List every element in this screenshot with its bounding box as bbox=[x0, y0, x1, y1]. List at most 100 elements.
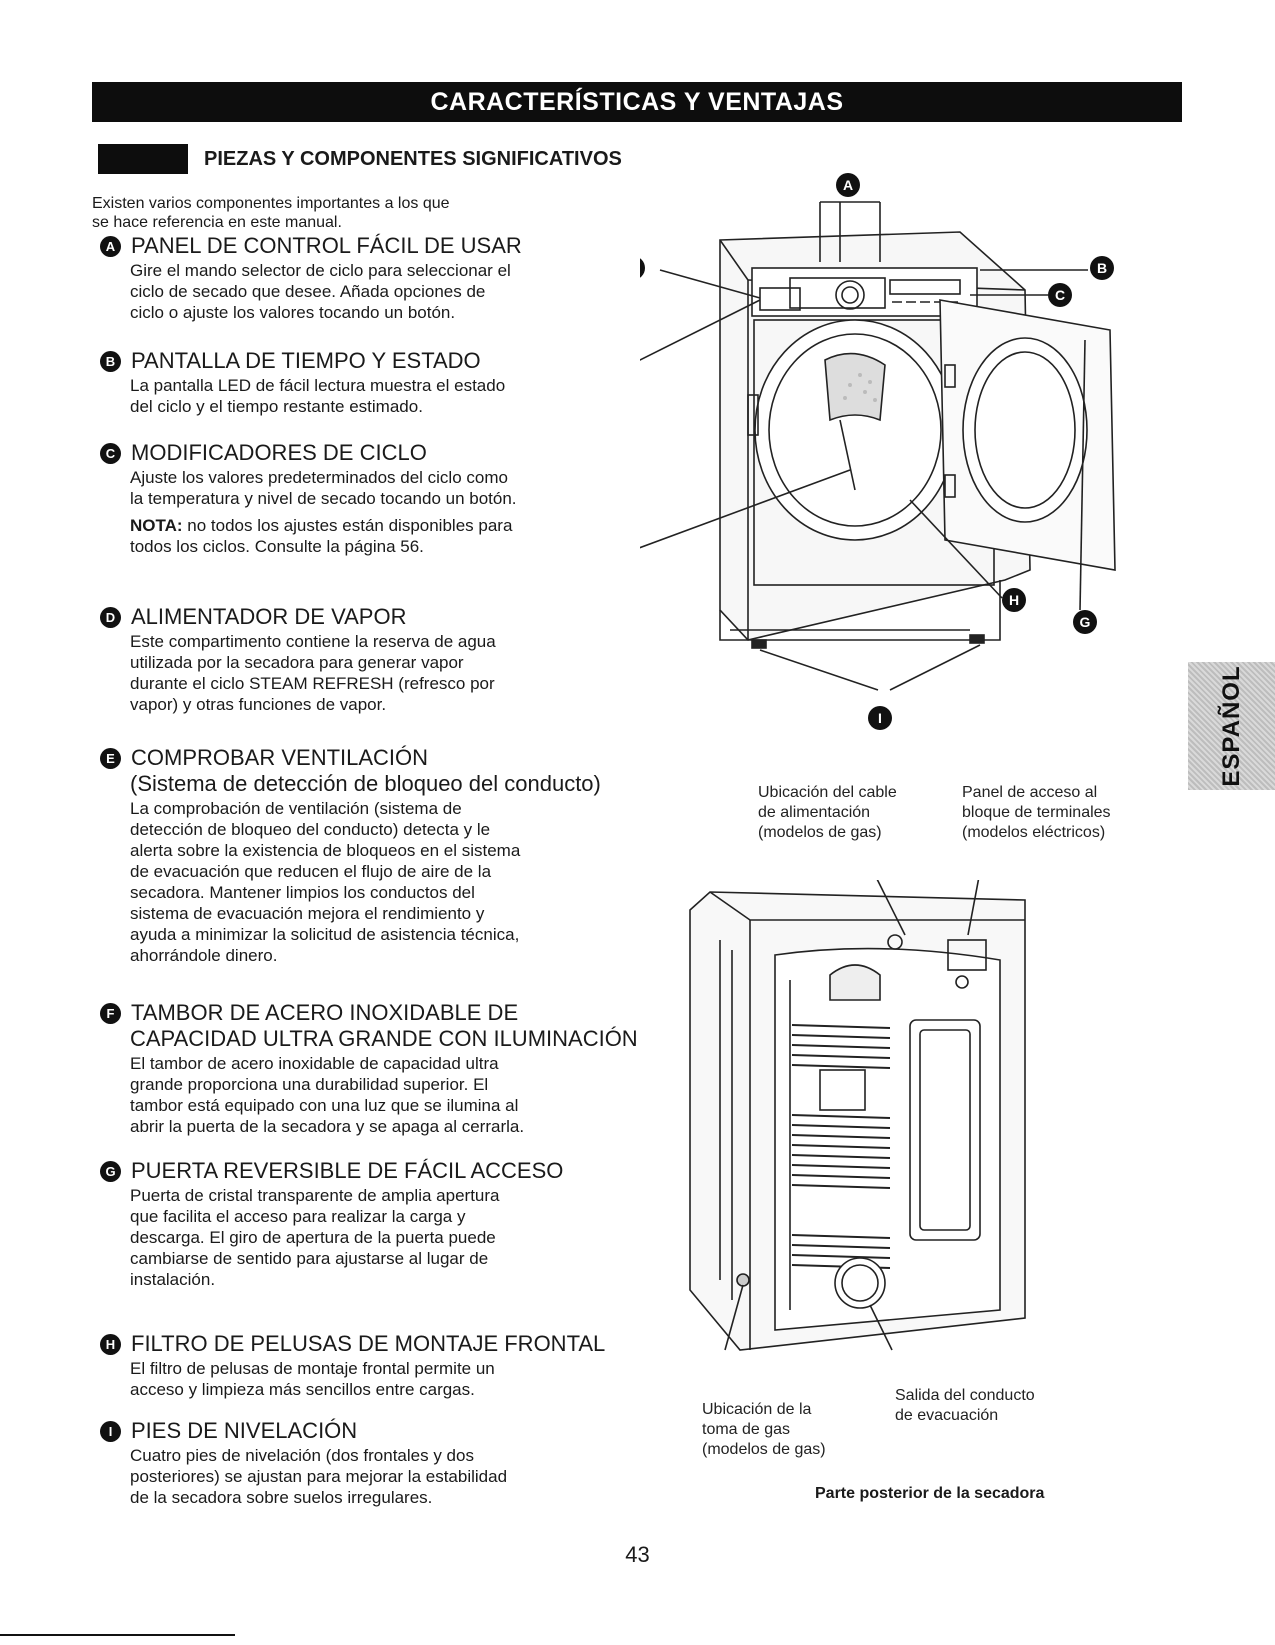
feature-title: ALIMENTADOR DE VAPOR bbox=[131, 604, 407, 629]
callout-b-left bbox=[640, 258, 645, 278]
feature-c: C MODIFICADORES DE CICLO Ajuste los valor… bbox=[100, 440, 660, 557]
feature-subtitle: (Sistema de detección de bloqueo del con… bbox=[130, 771, 601, 796]
feature-title: TAMBOR DE ACERO INOXIDABLE DE bbox=[131, 1000, 519, 1025]
body-line: Cuatro pies de nivelación (dos frontales… bbox=[130, 1446, 474, 1465]
callout-b-right-label: B bbox=[1097, 260, 1107, 276]
letter-badge: I bbox=[100, 1421, 121, 1442]
caption-line: (modelos de gas) bbox=[702, 1441, 826, 1458]
callout-b-right bbox=[1090, 256, 1114, 280]
callout-g-label: G bbox=[1080, 614, 1091, 630]
body-line: del ciclo y el tiempo restante estimado. bbox=[130, 397, 423, 416]
note-label: NOTA: bbox=[130, 516, 183, 535]
feature-e: E COMPROBAR VENTILACIÓN (Sistema de detec… bbox=[100, 745, 660, 966]
feature-d: D ALIMENTADOR DE VAPOR Este compartimento… bbox=[100, 604, 660, 715]
body-line: sistema de evacuación mejora el rendimie… bbox=[130, 904, 485, 923]
body-line: ciclo o ajuste los valores tocando un bo… bbox=[130, 303, 456, 322]
body-line: El tambor de acero inoxidable de capacid… bbox=[130, 1054, 499, 1073]
section-title: PIEZAS Y COMPONENTES SIGNIFICATIVOS bbox=[204, 147, 622, 170]
body-line: Puerta de cristal transparente de amplia… bbox=[130, 1186, 500, 1205]
caption-exhaust: Salida del conducto de evacuación bbox=[895, 1386, 1035, 1426]
intro-line: Existen varios componentes importantes a… bbox=[92, 195, 450, 212]
callout-a-label: A bbox=[843, 177, 853, 193]
feature-i: I PIES DE NIVELACIÓN Cuatro pies de nivel… bbox=[100, 1418, 660, 1508]
note-line: todos los ciclos. Consulte la página 56. bbox=[130, 537, 424, 556]
section-header: PIEZAS Y COMPONENTES SIGNIFICATIVOS bbox=[98, 143, 622, 175]
body-line: descarga. El giro de apertura de la puer… bbox=[130, 1228, 496, 1247]
body-line: La comprobación de ventilación (sistema … bbox=[130, 799, 462, 818]
body-line: detección de bloqueo del conducto) detec… bbox=[130, 820, 491, 839]
body-line: instalación. bbox=[130, 1270, 216, 1289]
feature-body: La pantalla LED de fácil lectura muestra… bbox=[100, 375, 660, 417]
body-line: cambiarse de sentido para ajustarse al l… bbox=[130, 1249, 489, 1268]
feature-body: Gire el mando selector de ciclo para sel… bbox=[100, 260, 660, 323]
body-line: grande proporciona una durabilidad super… bbox=[130, 1075, 489, 1094]
caption-line: Panel de acceso al bbox=[962, 784, 1098, 801]
intro-line: se hace referencia en este manual. bbox=[92, 214, 342, 231]
dryer-rear-illustration bbox=[689, 880, 1026, 1351]
caption-line: bloque de terminales bbox=[962, 804, 1111, 821]
body-line: acceso y limpieza más sencillos entre ca… bbox=[130, 1380, 475, 1399]
figure-caption: Parte posterior de la secadora bbox=[815, 1485, 1045, 1502]
feature-body: El filtro de pelusas de montaje frontal … bbox=[100, 1358, 700, 1400]
caption-line: Salida del conducto bbox=[895, 1387, 1035, 1404]
feature-title: PUERTA REVERSIBLE DE FÁCIL ACCESO bbox=[131, 1158, 564, 1183]
letter-badge: G bbox=[100, 1161, 121, 1182]
callout-h-label: H bbox=[1009, 592, 1019, 608]
feature-title: PANEL DE CONTROL FÁCIL DE USAR bbox=[131, 233, 522, 258]
feature-body: El tambor de acero inoxidable de capacid… bbox=[100, 1053, 660, 1137]
body-line: Este compartimento contiene la reserva d… bbox=[130, 632, 496, 651]
body-line: durante el ciclo STEAM REFRESH (refresco… bbox=[130, 674, 495, 693]
feature-body: Puerta de cristal transparente de amplia… bbox=[100, 1185, 660, 1290]
letter-badge: E bbox=[100, 748, 121, 769]
body-line: La pantalla LED de fácil lectura muestra… bbox=[130, 376, 506, 395]
section-marker-bar bbox=[98, 144, 188, 174]
caption-line: de evacuación bbox=[895, 1407, 999, 1424]
callout-i-label: I bbox=[878, 710, 882, 726]
letter-badge: D bbox=[100, 607, 121, 628]
note-line: no todos los ajustes están disponibles p… bbox=[187, 516, 513, 535]
dryer-front-illustration: A B B C D F H G I bbox=[640, 173, 1116, 730]
feature-title: PIES DE NIVELACIÓN bbox=[131, 1418, 358, 1443]
body-line: utilizada por la secadora para generar v… bbox=[130, 653, 464, 672]
feature-g: G PUERTA REVERSIBLE DE FÁCIL ACCESO Puert… bbox=[100, 1158, 660, 1290]
caption-line: toma de gas bbox=[702, 1421, 791, 1438]
feature-title: COMPROBAR VENTILACIÓN bbox=[131, 745, 429, 770]
footer-rule bbox=[0, 1634, 235, 1636]
callout-c bbox=[1048, 283, 1072, 307]
letter-badge: B bbox=[100, 351, 121, 372]
language-tab: ESPAÑOL bbox=[1188, 662, 1275, 790]
banner-title: CARACTERÍSTICAS Y VENTAJAS bbox=[430, 87, 844, 116]
callout-g bbox=[1073, 610, 1097, 634]
page-banner: CARACTERÍSTICAS Y VENTAJAS bbox=[92, 82, 1182, 122]
feature-body: Ajuste los valores predeterminados del c… bbox=[100, 467, 660, 509]
callout-i bbox=[868, 706, 892, 730]
page-number: 43 bbox=[625, 1542, 650, 1567]
caption-line: (modelos de gas) bbox=[758, 824, 882, 841]
letter-badge: H bbox=[100, 1334, 121, 1355]
body-line: secadora. Mantener limpios los conductos… bbox=[130, 883, 475, 902]
body-line: de la secadora sobre suelos irregulares. bbox=[130, 1488, 433, 1507]
caption-line: Ubicación del cable bbox=[758, 784, 897, 801]
callout-h bbox=[1002, 588, 1026, 612]
caption-power-cord: Ubicación del cable de alimentación (mod… bbox=[758, 783, 897, 843]
intro-text: Existen varios componentes importantes a… bbox=[92, 194, 612, 232]
feature-title: MODIFICADORES DE CICLO bbox=[131, 440, 427, 465]
body-line: vapor) y otras funciones de vapor. bbox=[130, 695, 387, 714]
body-line: ciclo de secado que desee. Añada opcione… bbox=[130, 282, 486, 301]
feature-body: Cuatro pies de nivelación (dos frontales… bbox=[100, 1445, 660, 1508]
caption-line: Ubicación de la bbox=[702, 1401, 812, 1418]
body-line: la temperatura y nivel de secado tocando… bbox=[130, 489, 517, 508]
body-line: posteriores) se ajustan para mejorar la … bbox=[130, 1467, 508, 1486]
letter-badge: A bbox=[100, 236, 121, 257]
language-tab-label: ESPAÑOL bbox=[1217, 665, 1245, 787]
caption-line: (modelos eléctricos) bbox=[962, 824, 1106, 841]
feature-note: NOTA: no todos los ajustes están disponi… bbox=[100, 515, 660, 557]
caption-line: de alimentación bbox=[758, 804, 871, 821]
letter-badge: C bbox=[100, 443, 121, 464]
letter-badge: F bbox=[100, 1003, 121, 1024]
body-line: Gire el mando selector de ciclo para sel… bbox=[130, 261, 511, 280]
body-line: de evacuación que reducen el flujo de ai… bbox=[130, 862, 492, 881]
